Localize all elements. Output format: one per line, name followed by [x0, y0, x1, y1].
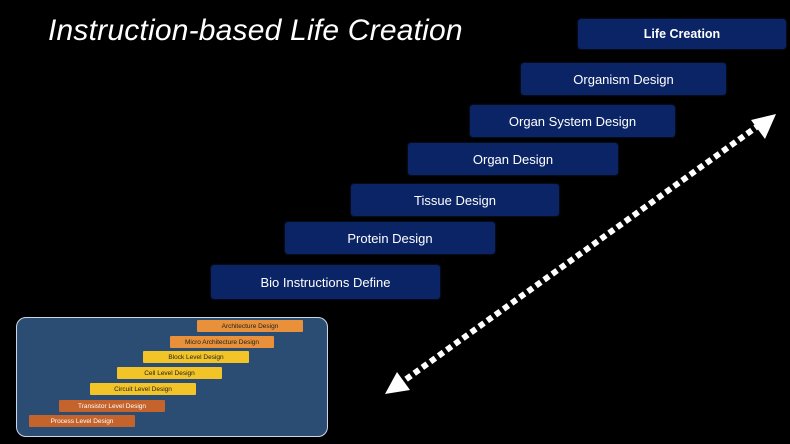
slide-title: Instruction-based Life Creation	[48, 14, 463, 47]
chip-design-flow-inset: Architecture Design Micro Architecture D…	[16, 317, 328, 437]
chip-architecture-design: Architecture Design	[197, 320, 303, 332]
step-organ-design: Organ Design	[408, 143, 618, 175]
chip-block-level-design: Block Level Design	[143, 351, 249, 363]
chip-transistor-level-design: Transistor Level Design	[59, 400, 165, 412]
step-protein-design: Protein Design	[285, 222, 495, 254]
chip-cell-level-design: Cell Level Design	[117, 367, 222, 379]
step-organism-design: Organism Design	[521, 63, 726, 95]
chip-circuit-level-design: Circuit Level Design	[90, 383, 196, 395]
step-life-creation: Life Creation	[578, 19, 786, 49]
step-bio-instructions-define: Bio Instructions Define	[211, 265, 440, 299]
chip-micro-architecture-design: Micro Architecture Design	[170, 336, 274, 348]
chip-process-level-design: Process Level Design	[29, 415, 135, 427]
step-organ-system-design: Organ System Design	[470, 105, 675, 137]
step-tissue-design: Tissue Design	[351, 184, 559, 216]
